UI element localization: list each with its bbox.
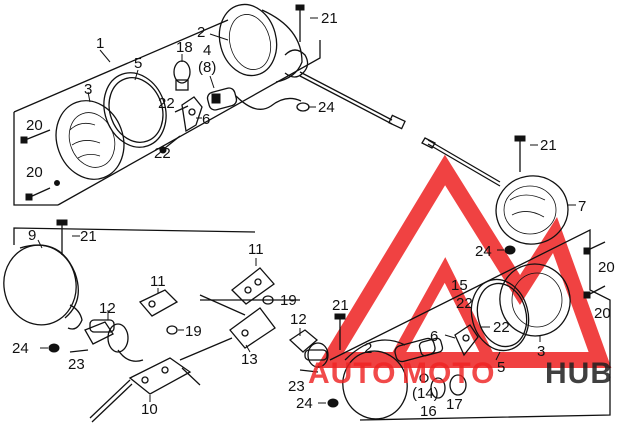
left-lower-assembly — [3, 219, 256, 423]
label-22-right-b: 22 — [493, 319, 510, 336]
label-24-right: 24 — [475, 243, 492, 260]
label-9: 9 — [28, 227, 36, 244]
label-4: 4 — [203, 42, 211, 59]
watermark-text: AUTO MOTO HUB — [308, 357, 613, 390]
label-6-top: 6 — [202, 111, 210, 128]
label-20-top-b: 20 — [26, 164, 43, 181]
label-21-top: 21 — [321, 10, 338, 27]
label-18: 18 — [176, 39, 193, 56]
label-12-left: 12 — [99, 300, 116, 317]
label-15: 15 — [451, 277, 468, 294]
label-6-right: 6 — [430, 328, 438, 345]
label-10: 10 — [141, 401, 158, 418]
label-22-top-b: 22 — [154, 145, 171, 162]
label-23-left: 23 — [68, 356, 85, 373]
label-12-mid: 12 — [290, 311, 307, 328]
label-3-right: 3 — [537, 343, 545, 360]
label-13: 13 — [241, 351, 258, 368]
label-20-right-a: 20 — [598, 259, 615, 276]
label-21-left: 21 — [80, 228, 97, 245]
right-upper-assembly — [421, 135, 576, 255]
part-labels: 1 2 3 4 (8) 5 6 18 21 22 22 24 20 20 21 … — [12, 10, 615, 420]
label-14: (14) — [412, 385, 439, 402]
label-2-top: 2 — [197, 24, 205, 41]
label-5-top: 5 — [134, 55, 142, 72]
middle-assembly — [179, 258, 329, 368]
watermark-logo — [315, 154, 612, 368]
label-2-lower: 2 — [364, 340, 372, 357]
watermark-auto: AUTO — [308, 357, 396, 390]
label-23-mid: 23 — [288, 378, 305, 395]
label-21-mid: 21 — [332, 297, 349, 314]
label-19-left: 19 — [185, 323, 202, 340]
right-lower-assembly — [299, 228, 611, 421]
label-24-top: 24 — [318, 99, 335, 116]
label-24-mid: 24 — [296, 395, 313, 412]
label-8: (8) — [198, 59, 216, 76]
watermark-hub: HUB — [545, 357, 613, 390]
top-assembly — [13, 3, 406, 206]
label-17: 17 — [446, 396, 463, 413]
label-21-right: 21 — [540, 137, 557, 154]
label-5-right: 5 — [497, 359, 505, 376]
label-19-mid: 19 — [280, 292, 297, 309]
label-20-right-b: 20 — [594, 305, 611, 322]
label-7: 7 — [578, 198, 586, 215]
label-16: 16 — [420, 403, 437, 420]
label-3-top: 3 — [84, 81, 92, 98]
label-11-mid: 11 — [248, 241, 264, 258]
watermark-moto: MOTO — [402, 357, 495, 390]
label-1: 1 — [96, 35, 104, 52]
label-11-left: 11 — [150, 273, 166, 290]
label-22-top-a: 22 — [158, 95, 175, 112]
label-22-right-a: 22 — [456, 295, 473, 312]
label-20-top-a: 20 — [26, 117, 43, 134]
label-24-left: 24 — [12, 340, 29, 357]
